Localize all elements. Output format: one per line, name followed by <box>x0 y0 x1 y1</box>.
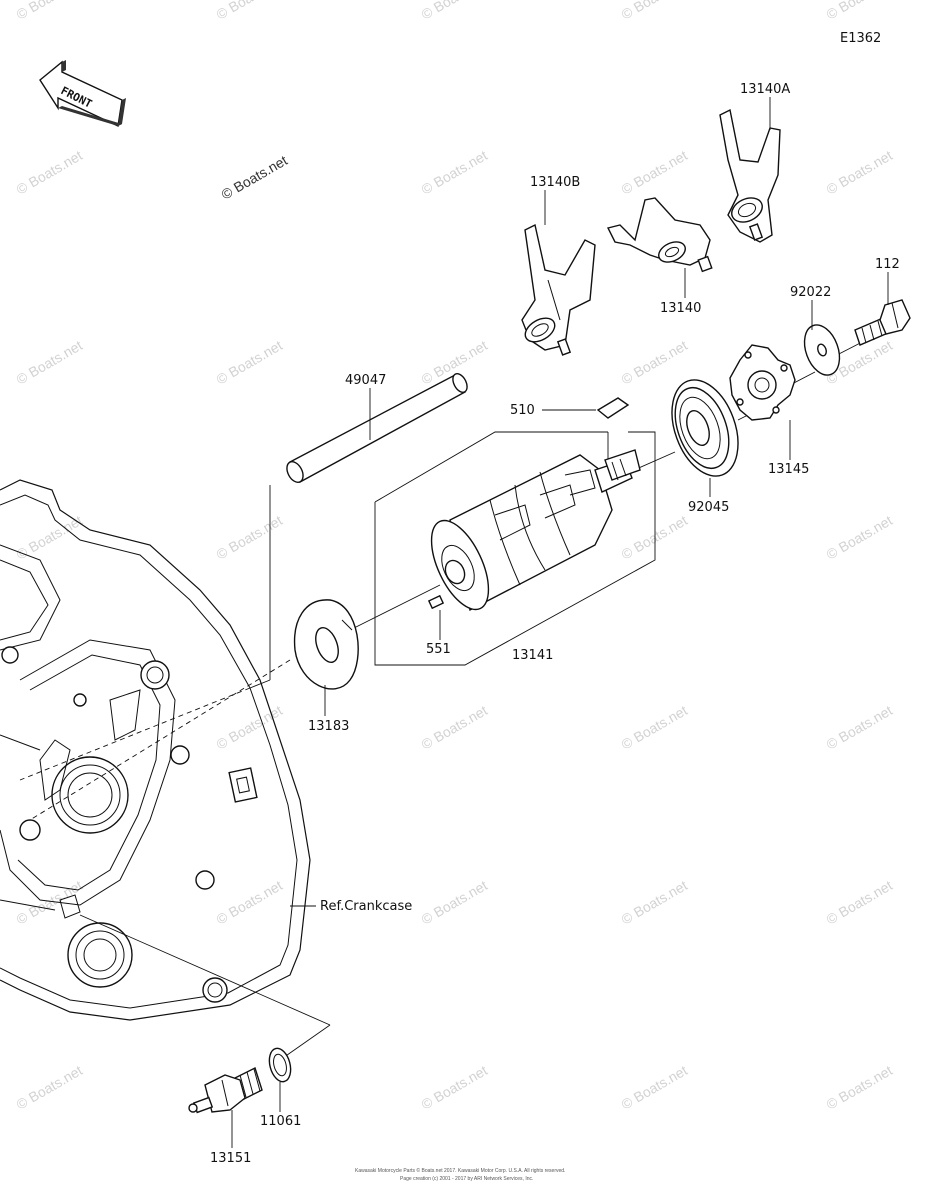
leader-lines <box>231 97 889 1148</box>
watermark: © Boats.net <box>419 1062 491 1113</box>
watermark: © Boats.net <box>824 0 896 23</box>
watermark: © Boats.net <box>619 147 691 198</box>
diagram-code: E1362 <box>840 31 881 46</box>
gasket-11061 <box>268 1047 292 1083</box>
shift-fork-13140a <box>719 108 781 243</box>
watermark: © Boats.net <box>419 877 491 928</box>
watermark: © Boats.net <box>419 0 491 23</box>
copyright-mark: © Boats.net <box>219 152 291 203</box>
watermark: © Boats.net <box>214 877 286 928</box>
neutral-switch-13151 <box>188 1067 263 1114</box>
watermark: © Boats.net <box>619 0 691 23</box>
watermark: © Boats.net <box>824 147 896 198</box>
crankcase <box>0 479 311 1021</box>
ref-crankcase-label: Ref.Crankcase <box>320 899 412 914</box>
part-label-49047: 49047 <box>345 373 386 388</box>
washer-92022 <box>803 324 841 376</box>
footer-page-creation: Page creation (c) 2001 - 2017 by ARI Net… <box>400 1176 533 1182</box>
watermark: © Boats.net <box>419 702 491 753</box>
shift-drum-13141 <box>430 449 641 612</box>
watermark: © Boats.net <box>214 337 286 388</box>
watermark: © Boats.net <box>214 512 286 563</box>
watermark: © Boats.net <box>824 1062 896 1113</box>
part-label-13141: 13141 <box>512 648 553 663</box>
watermark: © Boats.net <box>419 147 491 198</box>
watermark: © Boats.net <box>824 512 896 563</box>
bolt-112 <box>854 299 911 346</box>
front-arrow-icon: FRONT <box>39 60 126 128</box>
part-label-551: 551 <box>426 642 451 657</box>
pin-551 <box>427 594 445 610</box>
watermark: © Boats.net <box>824 877 896 928</box>
watermark: © Boats.net <box>619 702 691 753</box>
watermark: © Boats.net <box>824 702 896 753</box>
part-label-112: 112 <box>875 257 900 272</box>
part-label-13140: 13140 <box>660 301 701 316</box>
part-label-510: 510 <box>510 403 535 418</box>
part-label-92045: 92045 <box>688 500 729 515</box>
footer-copyright: Kawasaki Motorcycle Parts © Boats.net 20… <box>355 1167 565 1174</box>
watermark: © Boats.net <box>14 337 86 388</box>
watermark: © Boats.net <box>619 877 691 928</box>
part-label-13145: 13145 <box>768 462 809 477</box>
watermark: © Boats.net <box>214 0 286 23</box>
watermark: © Boats.net <box>214 702 286 753</box>
part-label-92022: 92022 <box>790 285 831 300</box>
watermark: © Boats.net <box>619 1062 691 1113</box>
watermark: © Boats.net <box>14 0 86 23</box>
watermark: © Boats.net <box>619 512 691 563</box>
watermark: © Boats.net <box>14 147 86 198</box>
bearing-92045 <box>671 379 739 477</box>
shift-fork-13140 <box>606 197 713 273</box>
watermark: © Boats.net <box>619 337 691 388</box>
assembly-lines <box>19 337 871 1061</box>
part-labels: 13140A 13140B 13140 112 92022 49047 510 … <box>210 82 900 1166</box>
shift-cam-13145 <box>729 344 796 421</box>
part-label-13183: 13183 <box>308 719 349 734</box>
part-label-11061: 11061 <box>260 1114 301 1129</box>
shift-fork-13140b <box>521 223 596 356</box>
part-label-13140b: 13140B <box>530 175 580 190</box>
shift-rod-49047 <box>286 373 468 483</box>
watermark: © Boats.net <box>14 1062 86 1113</box>
shim-13183 <box>293 599 359 690</box>
part-label-13151: 13151 <box>210 1151 251 1166</box>
part-label-13140a: 13140A <box>740 82 790 97</box>
pin-510 <box>596 397 630 419</box>
